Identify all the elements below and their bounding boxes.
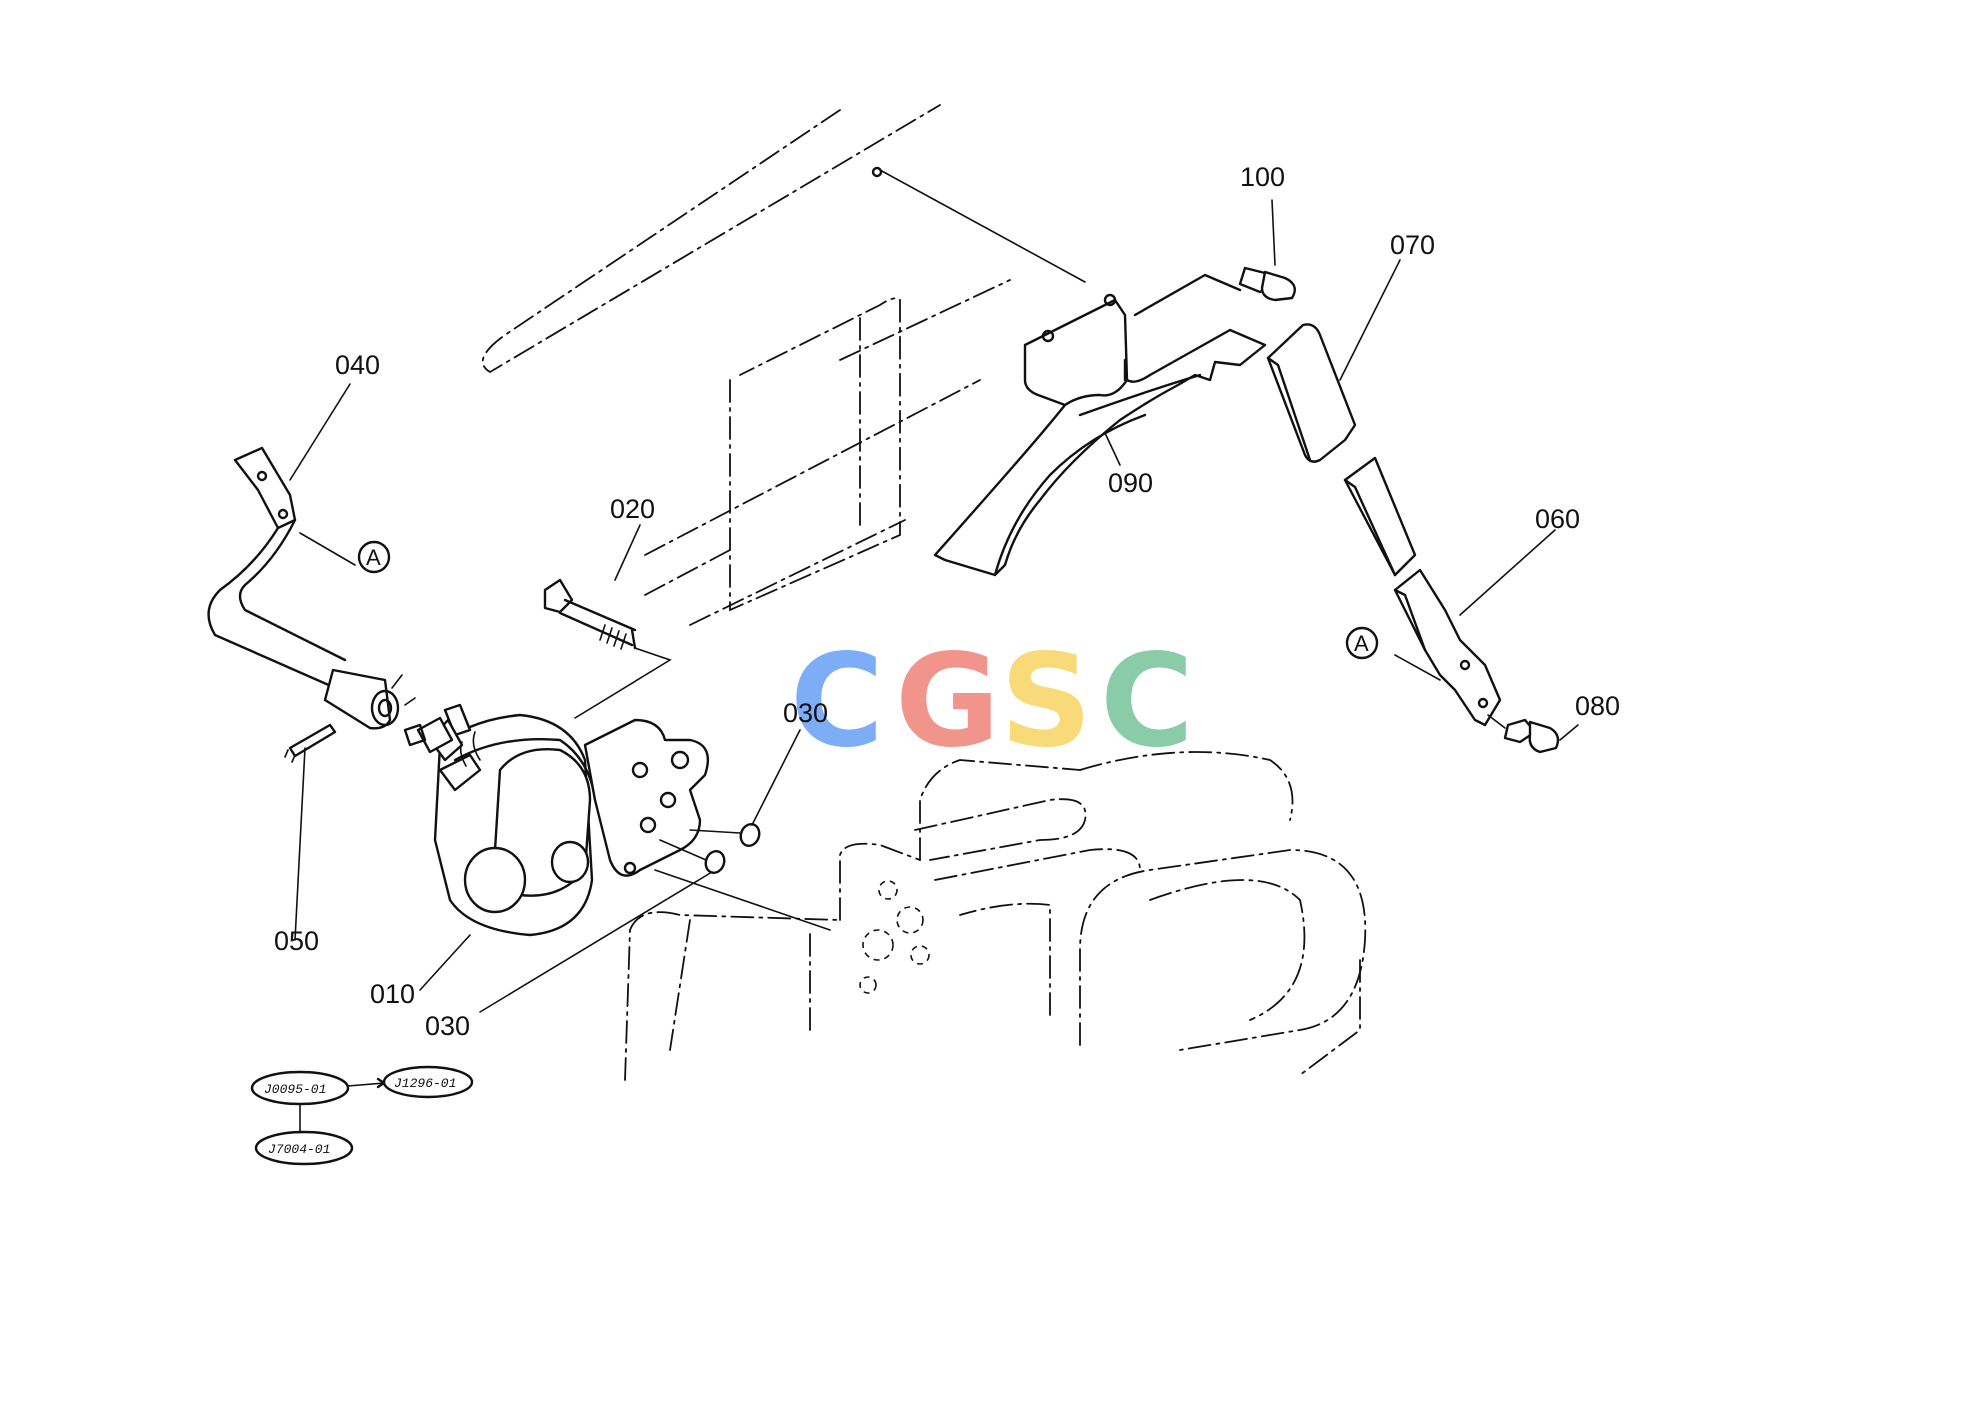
part-060-pad-bracket[interactable]: [1343, 456, 1556, 727]
label-050: 050: [274, 926, 319, 956]
part-090-bracket[interactable]: [871, 166, 1267, 577]
part-010-hydraulic-pump[interactable]: [403, 703, 710, 937]
label-100: 100: [1240, 162, 1285, 192]
marker-a-left-label: A: [366, 545, 381, 570]
phantom-engine: [624, 751, 1367, 1081]
part-050-pin[interactable]: [284, 723, 337, 941]
label-080: 080: [1575, 691, 1620, 721]
phantom-frame: [481, 104, 1011, 626]
label-030-lower: 030: [425, 1011, 470, 1041]
part-100-bolt[interactable]: [1238, 199, 1296, 302]
marker-a-right-label: A: [1354, 631, 1369, 656]
part-labels: 040 020 030 050 010 030 100 070 090 060 …: [274, 162, 1620, 1041]
part-040-lever[interactable]: [207, 446, 416, 730]
label-020: 020: [610, 494, 655, 524]
label-030-upper: 030: [783, 698, 828, 728]
marker-a-right: A: [1345, 626, 1379, 660]
label-060: 060: [1535, 504, 1580, 534]
watermark: C G S C: [790, 627, 1194, 776]
watermark-letter-1: C: [790, 627, 884, 776]
reference-2: J1296-01: [394, 1076, 456, 1091]
reference-3: J7004-01: [268, 1142, 330, 1157]
label-070: 070: [1390, 230, 1435, 260]
watermark-letter-3: S: [1000, 627, 1092, 776]
part-070-pad[interactable]: [1266, 259, 1401, 463]
label-010: 010: [370, 979, 415, 1009]
part-080-bolt[interactable]: [1487, 714, 1579, 754]
label-090: 090: [1108, 468, 1153, 498]
label-040: 040: [335, 350, 380, 380]
part-020-bolt[interactable]: [543, 578, 672, 719]
watermark-letter-2: G: [895, 627, 1000, 776]
leader-lines: [289, 383, 801, 1013]
reference-links: J0095-01 J1296-01 J7004-01: [250, 1065, 474, 1166]
reference-1: J0095-01: [264, 1082, 326, 1097]
watermark-letter-4: C: [1100, 627, 1194, 776]
marker-a-left: A: [357, 540, 391, 574]
part-030-o-rings[interactable]: [654, 822, 831, 931]
